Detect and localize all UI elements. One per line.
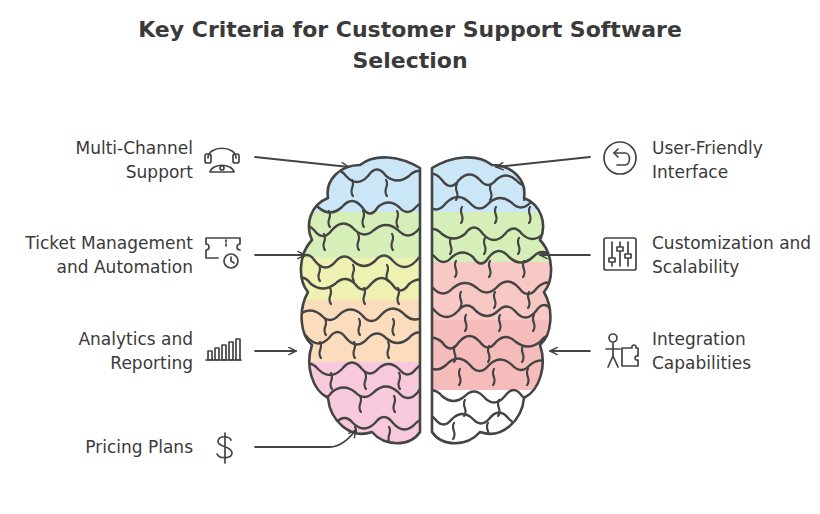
ticket-icon [206,238,240,268]
undo-icon [604,142,636,174]
leader-line [255,157,349,167]
integration-icon [606,334,638,367]
criterion-label: Ticket Management and Automation [13,231,193,279]
criterion-label: Customization and Scalability [652,231,814,279]
criterion-label: Pricing Plans [85,435,193,459]
leader-line [255,350,296,352]
leader-lines [255,157,590,447]
leader-line [255,254,305,256]
brain-right-hemisphere [413,150,562,460]
leader-line [255,430,356,447]
headset-icon [205,148,239,172]
criterion-label: Integration Capabilities [652,327,814,375]
diagram-title: Key Criteria for Customer Support Softwa… [110,14,710,76]
bar-chart-icon [206,339,241,360]
leader-line [540,254,590,256]
criterion-label: Multi-Channel Support [13,136,193,184]
dollar-icon [217,433,232,463]
leader-line [550,350,590,352]
criterion-label: Analytics and Reporting [13,327,193,375]
leader-line [496,157,590,167]
brain-left-hemisphere [290,150,438,460]
criterion-label: User-Friendly Interface [652,136,814,184]
icons [205,142,638,463]
sliders-icon [604,238,636,270]
